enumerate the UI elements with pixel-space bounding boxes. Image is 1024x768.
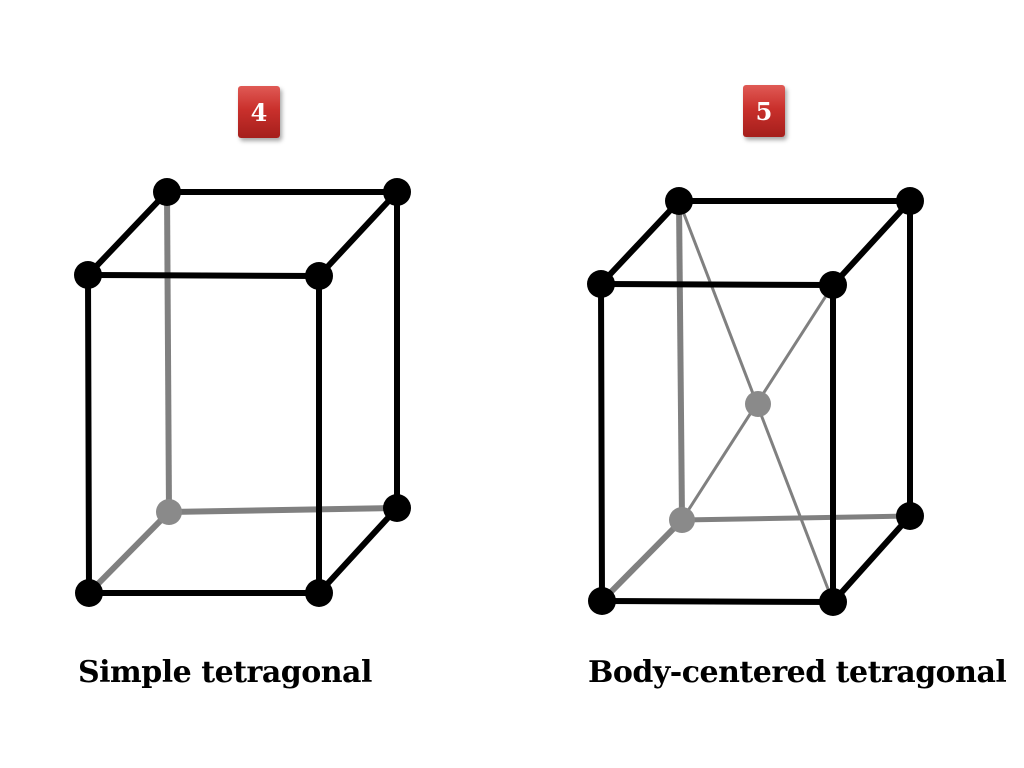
edge-front-left (598, 281, 605, 604)
diagram-number-5: 5 (755, 96, 773, 126)
atom (383, 494, 411, 522)
atom (896, 502, 924, 530)
edge-top-right (830, 198, 913, 288)
atom (819, 588, 847, 616)
body-center-atom (745, 391, 771, 417)
hidden-atom (669, 507, 695, 533)
diagram-number-4: 4 (250, 97, 268, 127)
edge-front-left (85, 272, 92, 596)
hidden-edge-left-bottom (599, 517, 685, 604)
hidden-atom (156, 499, 182, 525)
atom (587, 270, 615, 298)
edge-top-front (598, 281, 836, 288)
hidden-edge-vertical (676, 200, 685, 521)
caption-body-centered-tetragonal: Body-centered tetragonal (588, 655, 1007, 690)
diagram-number-badge-5: 5 (743, 85, 785, 137)
hidden-edge-back-bottom (168, 505, 398, 515)
atom (665, 187, 693, 215)
edge-top-right (316, 189, 400, 279)
atom (819, 271, 847, 299)
edge-bottom-front (599, 598, 836, 605)
edge-top-front (85, 272, 322, 279)
edge-bottom-right (316, 505, 400, 596)
edge-top-left (85, 189, 170, 278)
atom (75, 579, 103, 607)
atom (74, 261, 102, 289)
atom (305, 262, 333, 290)
atom (153, 178, 181, 206)
atom (383, 178, 411, 206)
atom (896, 187, 924, 215)
atom (305, 579, 333, 607)
diagram-number-badge-4: 4 (238, 86, 280, 138)
edge-bottom-right (830, 513, 913, 605)
hidden-edge-back-bottom (681, 513, 911, 523)
caption-simple-tetragonal: Simple tetragonal (78, 655, 372, 690)
edge-top-left (598, 198, 682, 287)
hidden-edge-vertical (164, 191, 172, 513)
atom (588, 587, 616, 615)
hidden-edge-left-bottom (86, 509, 172, 596)
